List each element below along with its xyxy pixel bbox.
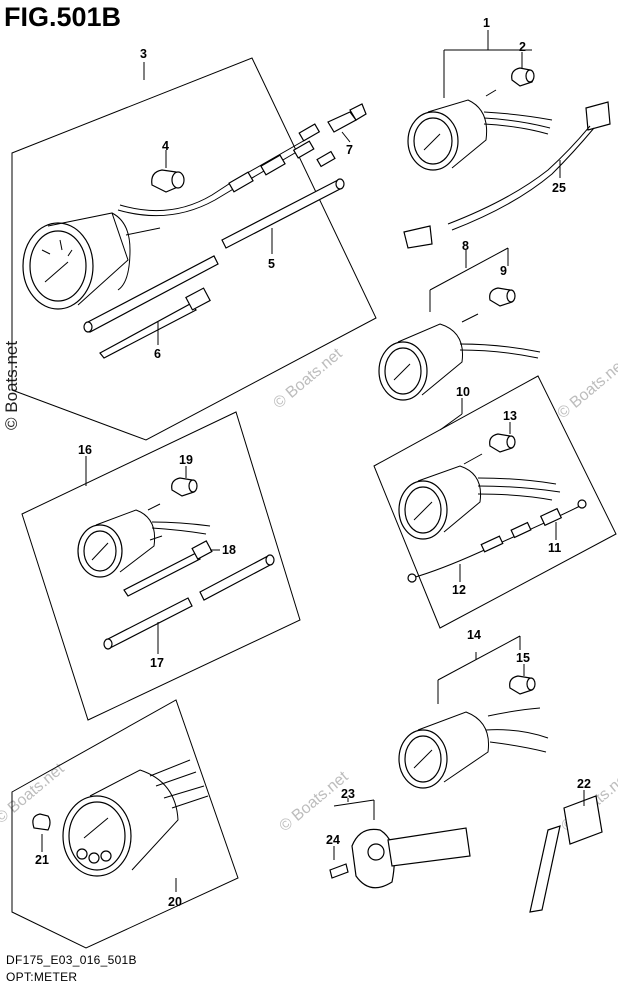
callout-10: 10 <box>456 385 470 399</box>
group-3-panel <box>11 57 377 441</box>
callout-21: 21 <box>35 853 49 867</box>
tie-6 <box>99 287 211 359</box>
callout-8: 8 <box>462 239 469 253</box>
callout-6: 6 <box>154 347 161 361</box>
part-22 <box>529 790 603 913</box>
group-8 <box>378 247 541 401</box>
section-name: OPT:METER <box>6 970 78 984</box>
group-1 <box>407 30 553 171</box>
callout-4: 4 <box>162 139 169 153</box>
gauge-16 <box>77 503 211 578</box>
bracket-23 <box>351 827 471 889</box>
callout-14: 14 <box>467 628 481 642</box>
callout-24: 24 <box>326 833 340 847</box>
callout-labels: 1 2 3 4 5 6 7 8 9 10 11 12 13 14 15 16 1… <box>35 16 591 909</box>
harness-12 <box>407 499 587 583</box>
callout-15: 15 <box>516 651 530 665</box>
callout-7: 7 <box>346 143 353 157</box>
callout-17: 17 <box>150 656 164 670</box>
bulb-9 <box>489 287 516 307</box>
bulb-2 <box>511 67 535 87</box>
callout-3: 3 <box>140 47 147 61</box>
group-20-panel <box>11 699 239 949</box>
tube-5 <box>83 178 345 333</box>
bulb-21 <box>32 813 51 831</box>
gauge-1 <box>407 89 553 171</box>
group-14 <box>398 635 549 789</box>
callout-19: 19 <box>179 453 193 467</box>
gauge-14 <box>398 707 549 789</box>
bulb-4 <box>151 169 185 193</box>
tie-18 <box>123 540 213 597</box>
screw-24 <box>329 863 349 879</box>
callout-13: 13 <box>503 409 517 423</box>
bulb-15 <box>509 675 536 695</box>
harness-25 <box>403 101 611 249</box>
group-16-panel <box>21 411 301 721</box>
connector-7 <box>327 103 367 133</box>
callout-1: 1 <box>483 16 490 30</box>
callout-22: 22 <box>577 777 591 791</box>
bulb-13 <box>489 433 516 453</box>
callout-2: 2 <box>519 40 526 54</box>
figure-title: FIG.501B <box>4 2 122 32</box>
callout-20: 20 <box>168 895 182 909</box>
tube-17 <box>103 554 275 650</box>
model-code: DF175_E03_016_501B <box>6 953 137 967</box>
gauge-3 <box>22 123 336 310</box>
callout-12: 12 <box>452 583 466 597</box>
callout-18: 18 <box>222 543 236 557</box>
callout-11: 11 <box>548 541 561 555</box>
callout-25: 25 <box>552 181 566 195</box>
callout-9: 9 <box>500 264 507 278</box>
gauge-8 <box>378 313 541 401</box>
callout-5: 5 <box>268 257 275 271</box>
group-23 <box>329 798 471 889</box>
gauge-20 <box>62 759 209 877</box>
gauge-10 <box>398 453 561 540</box>
callout-23: 23 <box>341 787 355 801</box>
callout-16: 16 <box>78 443 92 457</box>
group-10-panel <box>373 375 617 629</box>
bulb-19 <box>171 477 198 497</box>
